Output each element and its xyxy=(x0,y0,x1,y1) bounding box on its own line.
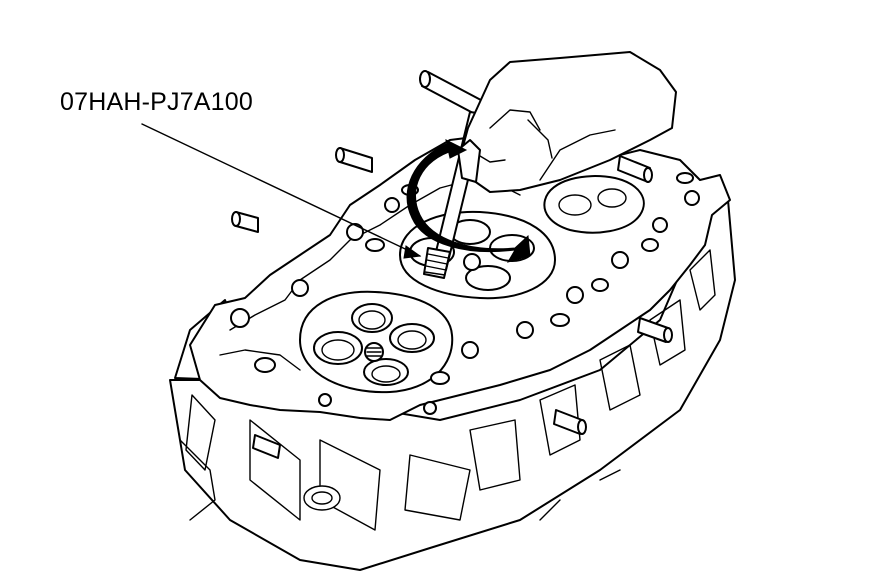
combustion-chamber-front xyxy=(299,290,454,394)
part-number-label: 07HAH-PJ7A100 xyxy=(60,88,253,116)
rotation-arrow xyxy=(406,139,531,263)
bolt-holes xyxy=(230,168,700,415)
callout-leader xyxy=(141,123,422,259)
hand xyxy=(457,51,677,193)
combustion-chamber-third xyxy=(543,175,645,234)
studs xyxy=(231,147,673,459)
